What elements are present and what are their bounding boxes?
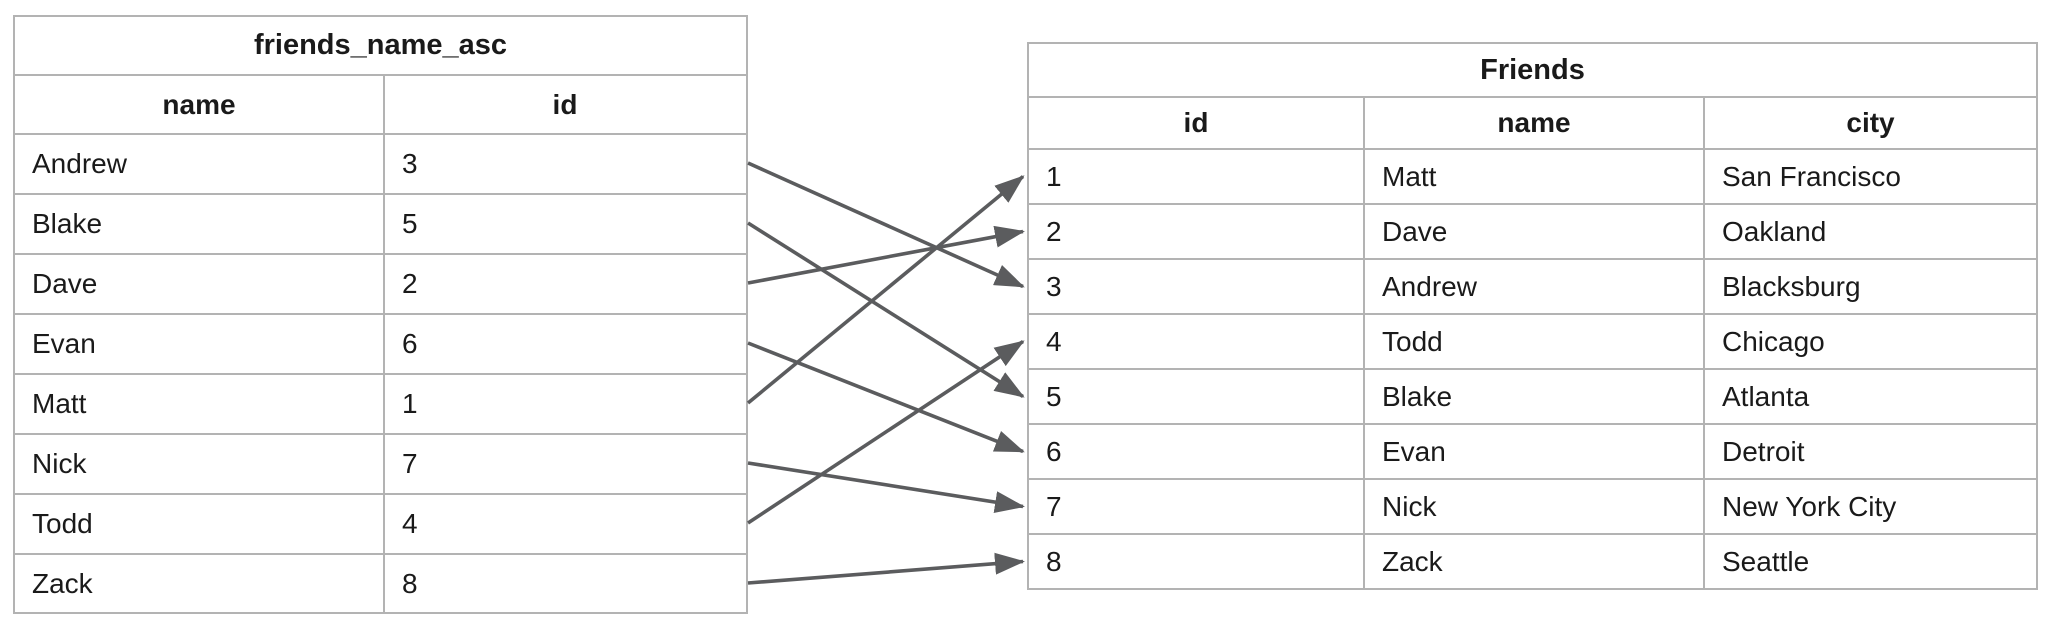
table-cell: Matt [32, 388, 87, 419]
table-row: Zack 8 [15, 553, 746, 613]
mapping-arrow [746, 175, 1025, 405]
table-cell: 1 [1046, 160, 1062, 192]
table-cell: Blacksburg [1703, 260, 2036, 313]
column-header: name [1363, 98, 1703, 148]
table-cell: Dave [1363, 205, 1703, 258]
column-header: city [1703, 98, 2036, 148]
table-cell: Blake [32, 208, 103, 239]
table-cell: Nick [1363, 480, 1703, 533]
table-cell: 7 [1046, 490, 1062, 522]
table-cell: Oakland [1703, 205, 2036, 258]
table-cell: 4 [1046, 325, 1062, 357]
mapping-arrow [747, 341, 1025, 454]
table-cell: 7 [383, 435, 745, 493]
table-cell: 6 [383, 315, 745, 373]
table-cell: 3 [1046, 270, 1062, 302]
table-row: Blake 5 [15, 193, 746, 253]
column-header: id [383, 76, 745, 133]
table-row: Andrew 3 [15, 133, 746, 193]
table-cell: 2 [1046, 215, 1062, 247]
column-header: id [1183, 107, 1209, 138]
column-header: name [162, 88, 236, 120]
table-cell: Andrew [1363, 260, 1703, 313]
table-cell: Chicago [1703, 315, 2036, 368]
table-row: Evan 6 [15, 313, 746, 373]
table-row: Nick 7 [15, 433, 746, 493]
mapping-arrow [747, 552, 1025, 585]
table-cell: Todd [1363, 315, 1703, 368]
table-cell: 1 [383, 375, 745, 433]
table-cell: 8 [383, 555, 745, 613]
table-cell: 2 [383, 255, 745, 313]
table-cell: 5 [1046, 380, 1062, 412]
table-cell: Matt [1363, 150, 1703, 203]
table-cell: 5 [383, 195, 745, 253]
table-row: Todd 4 [15, 493, 746, 553]
table-cell: 6 [1046, 435, 1062, 467]
table-cell: Atlanta [1703, 370, 2036, 423]
mapping-arrow [747, 225, 1025, 285]
table-row: Matt 1 [15, 373, 746, 433]
table-cell: Andrew [32, 148, 127, 179]
mapping-arrow [747, 161, 1025, 289]
table-cell: Seattle [1703, 535, 2036, 588]
table-cell: 4 [383, 495, 745, 553]
table-cell: San Francisco [1703, 150, 2036, 203]
right-table-title: Friends [1480, 53, 1585, 86]
table-cell: New York City [1703, 480, 2036, 533]
mapping-arrow [747, 461, 1025, 513]
table-cell: Evan [1363, 425, 1703, 478]
table-cell: Todd [32, 508, 93, 539]
table-cell: 8 [1046, 545, 1062, 577]
table-row: Dave 2 [15, 253, 746, 313]
left-table-title: friends_name_asc [253, 29, 508, 61]
left-table-header-row: name id [15, 74, 746, 133]
table-cell: Evan [32, 328, 96, 359]
table-cell: Dave [32, 268, 98, 299]
table-cell: Blake [1363, 370, 1703, 423]
mapping-arrow [747, 221, 1025, 399]
table-cell: Detroit [1703, 425, 2036, 478]
table-cell: 3 [383, 135, 745, 193]
table-cell: Zack [32, 568, 93, 599]
table-cell: Nick [32, 448, 87, 479]
table-cell: Zack [1363, 535, 1703, 588]
mapping-arrow [747, 339, 1025, 525]
